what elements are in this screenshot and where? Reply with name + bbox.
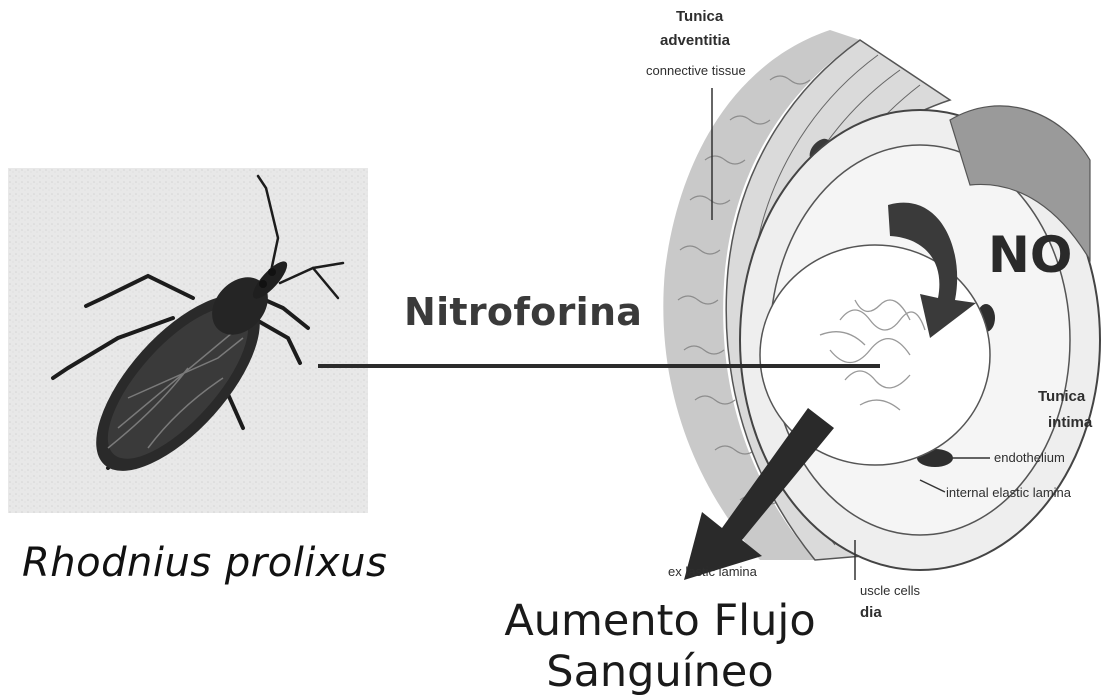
effect-label: Aumento Flujo Sanguíneo bbox=[480, 596, 840, 698]
endothelium-label: endothelium bbox=[994, 450, 1065, 465]
tunica-intima-label-line1: Tunica bbox=[1038, 388, 1085, 405]
internal-elastic-lamina-label: internal elastic lamina bbox=[946, 485, 1071, 500]
external-elastic-lamina-label: ex lastic lamina bbox=[668, 564, 757, 579]
muscle-cells-label: uscle cells bbox=[860, 583, 920, 598]
blood-flow-arrow-icon bbox=[684, 408, 834, 580]
tunica-adventitia-label-line2: adventitia bbox=[660, 32, 730, 49]
media-label: dia bbox=[860, 604, 882, 621]
species-name: Rhodnius prolixus bbox=[22, 540, 387, 586]
effect-label-line2: Sanguíneo bbox=[480, 647, 840, 698]
protein-label: Nitroforina bbox=[404, 290, 642, 334]
tunica-adventitia-label-line1: Tunica bbox=[676, 8, 723, 25]
effect-label-line1: Aumento Flujo bbox=[480, 596, 840, 647]
connective-tissue-label: connective tissue bbox=[646, 63, 746, 78]
nitric-oxide-label: NO bbox=[988, 226, 1072, 284]
tunica-intima-label-line2: intima bbox=[1048, 414, 1092, 431]
